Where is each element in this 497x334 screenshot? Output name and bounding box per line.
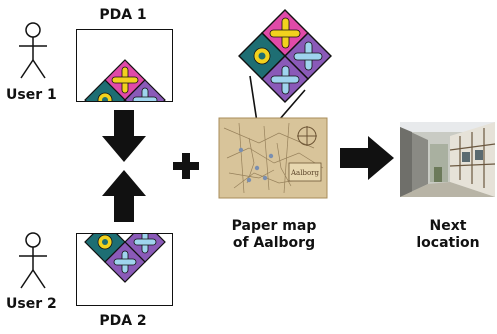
user-1-stick-figure-icon <box>19 22 47 79</box>
user-1-label: User 1 <box>6 87 57 103</box>
next-location-line-2: location <box>416 235 480 251</box>
arrow-up-icon <box>102 170 146 222</box>
pda-2-screen <box>76 233 173 306</box>
pda-1-screen <box>76 29 173 102</box>
arrow-down-icon <box>102 110 146 162</box>
zoomed-tile-pattern <box>238 9 332 103</box>
user-2-stick-figure-icon <box>19 232 47 289</box>
next-location-label: Next location <box>412 218 484 252</box>
pda-2-label: PDA 2 <box>99 313 147 329</box>
pda-1-label: PDA 1 <box>99 7 147 23</box>
pda-2-tile-pattern <box>84 234 166 283</box>
map-title: Aalborg <box>290 169 320 177</box>
paper-map-image: Aalborg <box>218 117 328 199</box>
map-label: Paper map of Aalborg <box>218 218 330 252</box>
plus-icon <box>173 153 199 179</box>
map-label-line-2: of Aalborg <box>232 235 316 251</box>
street-photo-image <box>400 122 496 197</box>
arrow-right-icon <box>340 136 394 180</box>
map-label-line-1: Paper map <box>231 218 317 234</box>
user-2-label: User 2 <box>6 296 57 312</box>
next-location-line-1: Next <box>429 218 467 234</box>
pda-1-tile-pattern <box>84 59 166 101</box>
